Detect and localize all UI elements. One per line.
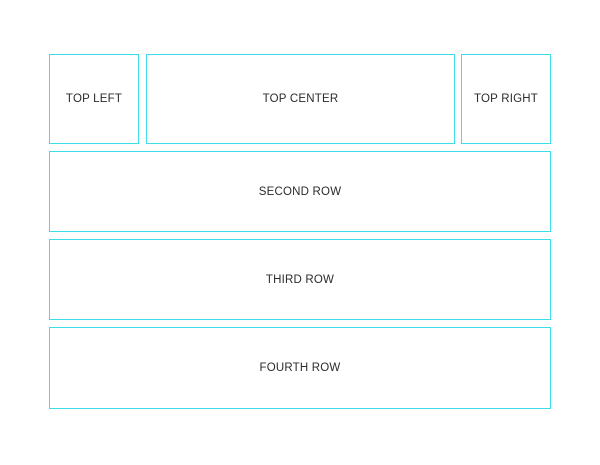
fourth-row-label: FOURTH ROW (259, 362, 341, 374)
second-row-cell: SECOND ROW (49, 151, 551, 232)
top-right-cell: TOP RIGHT (461, 54, 551, 144)
third-row-label: THIRD ROW (265, 273, 335, 286)
top-left-label: TOP LEFT (65, 93, 123, 105)
third-row-cell: THIRD ROW (49, 239, 551, 320)
fourth-row-cell: FOURTH ROW (49, 327, 551, 409)
top-right-label: TOP RIGHT (474, 93, 538, 105)
top-left-cell: TOP LEFT (49, 54, 139, 144)
top-center-label: TOP CENTER (262, 93, 339, 105)
second-row-label: SECOND ROW (258, 185, 342, 198)
top-center-cell: TOP CENTER (146, 54, 455, 144)
